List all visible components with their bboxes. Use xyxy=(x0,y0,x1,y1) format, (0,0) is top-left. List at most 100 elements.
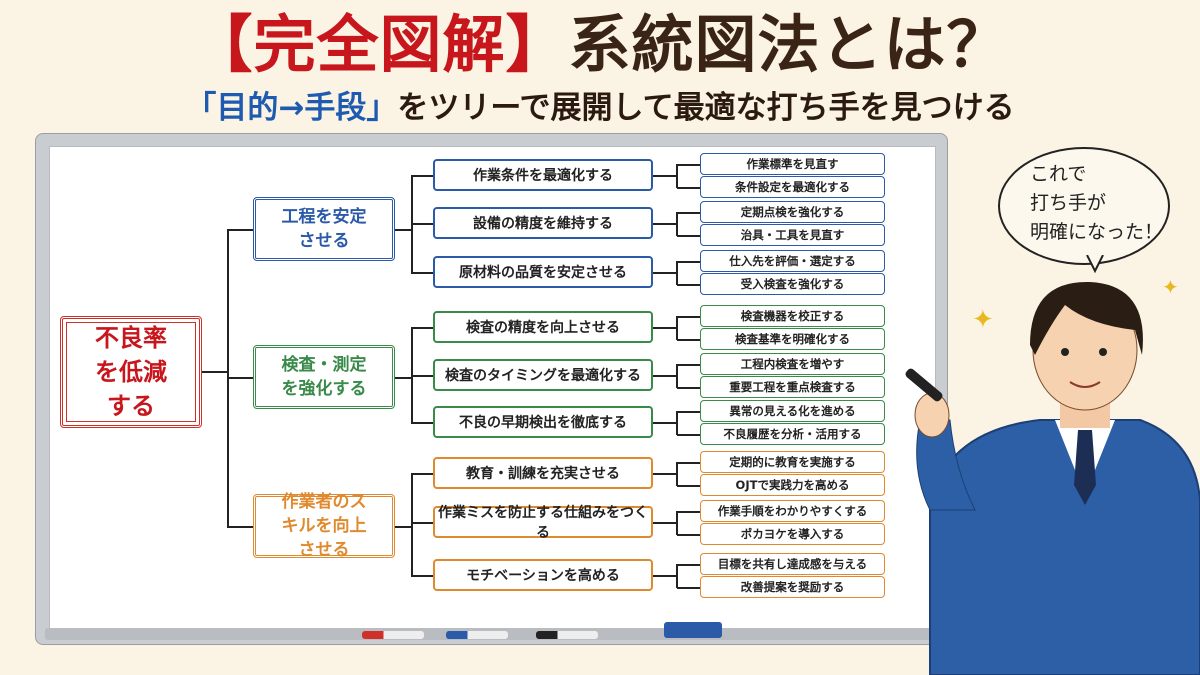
sparkle-icon: ✦ xyxy=(1162,275,1179,299)
worker-illustration xyxy=(905,281,1200,675)
black-marker-icon xyxy=(536,631,598,639)
connector-line xyxy=(677,485,700,487)
sub-node: 原材料の品質を安定させる xyxy=(433,256,653,288)
connector-line xyxy=(677,564,700,566)
connector-line xyxy=(676,411,678,435)
sub-node: 不良の早期検出を徹底する xyxy=(433,406,653,438)
connector-line xyxy=(677,339,700,341)
connector-line xyxy=(677,511,700,513)
connector-line xyxy=(676,261,678,285)
connector-line xyxy=(677,212,700,214)
connector-line xyxy=(228,526,253,528)
leaf-node: 作業標準を見直す xyxy=(700,153,885,175)
connector-line xyxy=(653,175,677,177)
sub-node: 検査の精度を向上させる xyxy=(433,311,653,343)
connector-line xyxy=(228,229,253,231)
connector-line xyxy=(676,564,678,588)
connector-line xyxy=(677,534,700,536)
sub-node: 検査のタイミングを最適化する xyxy=(433,359,653,391)
sub-node: 作業条件を最適化する xyxy=(433,159,653,191)
connector-line xyxy=(676,212,678,236)
branch-node: 検査・測定を強化する xyxy=(253,345,395,409)
subtitle-main: をツリーで展開して最適な打ち手を見つける xyxy=(397,90,1015,126)
leaf-node: 作業手順をわかりやすくする xyxy=(700,500,885,522)
connector-line xyxy=(653,473,677,475)
connector-line xyxy=(653,422,677,424)
leaf-node: 定期的に教育を実施する xyxy=(700,451,885,473)
connector-line xyxy=(677,434,700,436)
leaf-node: 検査基準を明確化する xyxy=(700,328,885,350)
connector-line xyxy=(202,371,228,373)
connector-line xyxy=(653,223,677,225)
eraser-icon xyxy=(664,622,722,638)
connector-line xyxy=(677,316,700,318)
connector-line xyxy=(412,473,433,475)
connector-line xyxy=(677,387,700,389)
blue-marker-icon xyxy=(446,631,508,639)
connector-line xyxy=(677,364,700,366)
leaf-node: 改善提案を奨励する xyxy=(700,576,885,598)
connector-line xyxy=(395,377,412,379)
bubble-line: 打ち手が xyxy=(1030,192,1107,214)
leaf-node: 受入検査を強化する xyxy=(700,273,885,295)
connector-line xyxy=(412,422,433,424)
leaf-node: 不良履歴を分析・活用する xyxy=(700,423,885,445)
connector-line xyxy=(677,187,700,189)
connector-line xyxy=(676,511,678,535)
connector-line xyxy=(676,316,678,340)
connector-line xyxy=(676,164,678,188)
connector-line xyxy=(653,522,677,524)
leaf-node: 目標を共有し達成感を与える xyxy=(700,553,885,575)
connector-line xyxy=(653,272,677,274)
sub-node: モチベーションを高める xyxy=(433,559,653,591)
connector-line xyxy=(677,462,700,464)
sub-node: 設備の精度を維持する xyxy=(433,207,653,239)
connector-line xyxy=(677,411,700,413)
leaf-node: 異常の見える化を進める xyxy=(700,400,885,422)
page-subtitle: 「目的→手段」をツリーで展開して最適な打ち手を見つける xyxy=(0,88,1200,128)
connector-line xyxy=(653,375,677,377)
connector-line xyxy=(677,164,700,166)
sub-node: 教育・訓練を充実させる xyxy=(433,457,653,489)
connector-line xyxy=(395,526,412,528)
leaf-node: 定期点検を強化する xyxy=(700,201,885,223)
connector-line xyxy=(677,284,700,286)
connector-line xyxy=(677,261,700,263)
red-marker-icon xyxy=(362,631,424,639)
branch-node: 作業者のスキルを向上させる xyxy=(253,492,395,560)
subtitle-highlight: 「目的→手段」 xyxy=(185,90,398,126)
leaf-node: ポカヨケを導入する xyxy=(700,523,885,545)
connector-line xyxy=(395,229,412,231)
speech-bubble-tail xyxy=(1086,255,1104,274)
connector-line xyxy=(676,462,678,486)
leaf-node: 治具・工具を見直す xyxy=(700,224,885,246)
connector-line xyxy=(412,575,433,577)
connector-line xyxy=(653,327,677,329)
connector-line xyxy=(228,377,253,379)
page-title: 【完全図解】系統図法とは？ xyxy=(0,2,1200,88)
connector-line xyxy=(412,522,433,524)
sub-node: 作業ミスを防止する仕組みをつくる xyxy=(433,505,653,541)
title-main: 系統図法とは？ xyxy=(568,8,1010,81)
branch-node: 工程を安定させる xyxy=(253,197,395,261)
sparkle-icon: ✦ xyxy=(972,305,994,335)
connector-line xyxy=(676,364,678,388)
leaf-node: 重要工程を重点検査する xyxy=(700,376,885,398)
speech-bubble-text: これで 打ち手が 明確になった！ xyxy=(1030,160,1163,247)
title-highlight: 【完全図解】 xyxy=(190,8,569,81)
connector-line xyxy=(412,223,433,225)
connector-line xyxy=(412,175,433,177)
connector-line xyxy=(412,272,433,274)
connector-line xyxy=(412,375,433,377)
root-node: 不良率を低減する xyxy=(60,316,202,428)
speech-bubble xyxy=(998,147,1170,265)
bubble-line: 明確になった！ xyxy=(1030,221,1164,243)
leaf-node: OJTで実践力を高める xyxy=(700,474,885,496)
connector-line xyxy=(412,327,433,329)
leaf-node: 工程内検査を増やす xyxy=(700,353,885,375)
connector-line xyxy=(677,587,700,589)
bubble-line: これで xyxy=(1030,163,1087,185)
leaf-node: 仕入先を評価・選定する xyxy=(700,250,885,272)
leaf-node: 検査機器を校正する xyxy=(700,305,885,327)
connector-line xyxy=(653,575,677,577)
